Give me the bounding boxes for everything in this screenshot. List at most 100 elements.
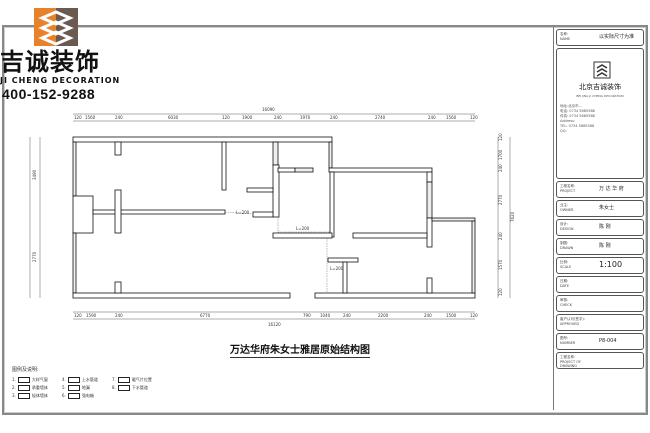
legend-number: 1.: [12, 377, 16, 382]
window-small: [294, 167, 314, 173]
phone-number: 400-152-9288: [2, 86, 96, 102]
legend-label: 上水管道: [81, 377, 98, 382]
legend-label: 暖气片位置: [131, 377, 152, 382]
dimension-label: 240: [498, 164, 503, 172]
dimension-label: 120: [222, 115, 230, 120]
legend-number: 5.: [62, 385, 66, 390]
dimension-label: 1970: [300, 115, 311, 120]
dimension-label: 240: [115, 115, 123, 120]
wall-bath-top: [327, 257, 359, 263]
dimension-label: 120: [470, 313, 478, 318]
dimension-label: 120: [74, 115, 82, 120]
company-block: 北京吉诚装饰 BEI JING JI CHENG DECORATION 地址:北…: [556, 48, 644, 179]
cell-value: 朱女士: [599, 205, 615, 211]
wall-right-side-1: [426, 171, 433, 183]
wall-kitchen-h2: [252, 211, 274, 218]
legend-item: 1.大样气窗: [12, 377, 62, 383]
legend-item: 7. 暖气片位置: [112, 377, 162, 383]
title-block: 名称: NAME 以实际尺寸为准 北京吉诚装饰 BEI JING JI CHEN…: [553, 27, 646, 410]
walls: [72, 136, 476, 299]
legend-swatch-icon: [67, 393, 80, 399]
dimension-label: 2740: [375, 115, 386, 120]
dimension-label: 1590: [86, 313, 97, 318]
dimension-label: 2200: [378, 313, 389, 318]
drawing-title: 万达华府朱女士雅居原始结构图: [230, 345, 370, 358]
legend-label: 承重墙体: [31, 385, 48, 390]
wall-middle-h: [272, 232, 333, 239]
legend-label: 轻体墙体: [31, 393, 48, 398]
dimension-label: 6770: [200, 313, 211, 318]
wall-bottom-right: [314, 292, 476, 299]
title-cell: 客户认可(签字): APPROVED: [556, 314, 644, 331]
company-name-en: BEI JING JI CHENG DECORATION: [576, 94, 624, 98]
dimension-label: 240: [274, 115, 282, 120]
cell-value: 陈 刚: [599, 243, 611, 249]
wall-right-side-2: [426, 217, 433, 248]
dimension-label: 1570: [498, 259, 503, 270]
balcony-rail-side: [471, 220, 476, 294]
cell-label: 工程名称: PROJECT OF DRAWING: [560, 355, 582, 368]
legend-swatch-icon: [17, 393, 30, 399]
window-right-side: [426, 181, 433, 219]
dimension-label: 790: [303, 313, 311, 318]
legend-swatch-icon: [17, 385, 30, 391]
dimension-label: 240: [428, 115, 436, 120]
dimension-label: 1500: [446, 313, 457, 318]
cell-value: 万 达 华 府: [599, 186, 624, 192]
legend-heading: 图例及说明:: [12, 367, 39, 373]
dimension-label: 240: [424, 313, 432, 318]
company-info: 地址:北京市... 电话: 0734 5685588 传真: 0734 5685…: [560, 104, 595, 133]
legend-swatch-icon: [117, 377, 130, 383]
dimension-label: 120: [470, 115, 478, 120]
legend-number: 7.: [112, 377, 116, 382]
legend-label: 下水管道: [131, 385, 148, 390]
cell-value: 以实际尺寸为准: [599, 34, 635, 40]
dimension-label: 7620: [510, 211, 515, 222]
cell-label: 日期: DATE: [560, 279, 570, 288]
window-left-upper: [72, 141, 77, 197]
beam-label: L=200: [330, 266, 344, 271]
legend-item: 5. 地漏: [62, 385, 112, 391]
title-cell: 工程名称: PROJECT 万 达 华 府: [556, 181, 644, 198]
wall-kitchen-top: [277, 167, 296, 173]
dimension-label: 120: [74, 313, 82, 318]
dimension-label: 240: [115, 313, 123, 318]
wall-top: [72, 136, 333, 143]
company-name: 北京吉诚装饰: [579, 83, 621, 91]
window-kitchen: [272, 141, 279, 166]
cell-label: 图号: NUMBER: [560, 336, 576, 345]
window-left-lower: [72, 232, 77, 294]
dimension-label: 1700: [498, 149, 503, 160]
wall-vertical: [221, 141, 227, 191]
legend-label: 强电箱: [81, 393, 94, 398]
dimension-label: 16090: [262, 107, 275, 112]
sheet-border: [2, 25, 648, 415]
legend-swatch-icon: [117, 385, 130, 391]
wall-stub-bottom: [114, 281, 122, 294]
legend-number: 2.: [12, 385, 16, 390]
wall-bath: [342, 261, 348, 294]
legend-label: 地漏: [81, 385, 90, 390]
balcony-rail-top: [431, 217, 476, 222]
cell-label: 名称: NAME: [560, 32, 571, 41]
dimension-label: 1900: [242, 115, 253, 120]
cell-value: P8-004: [599, 338, 617, 344]
wall-stub-right: [426, 277, 433, 294]
dimension-label: 240: [343, 313, 351, 318]
wall-left-bump: [72, 195, 94, 234]
cell-label: 制图: DRAWN: [560, 241, 574, 250]
title-cell: 日期: DATE: [556, 276, 644, 293]
company-logo: 吉诚装饰 JI CHENG DECORATION 400-152-9288: [0, 4, 130, 104]
dimension-label: 16120: [268, 322, 281, 327]
beam-lines: [224, 211, 330, 293]
legend-item: 2. 承重墙体: [12, 385, 62, 391]
title-cell: 制图: DRAWN 陈 刚: [556, 238, 644, 255]
cell-label: 工程名称: PROJECT: [560, 184, 576, 193]
dimension-label: 240: [330, 115, 338, 120]
wall-kitchen: [272, 164, 280, 218]
cell-label: 业主: OWNER: [560, 203, 574, 212]
